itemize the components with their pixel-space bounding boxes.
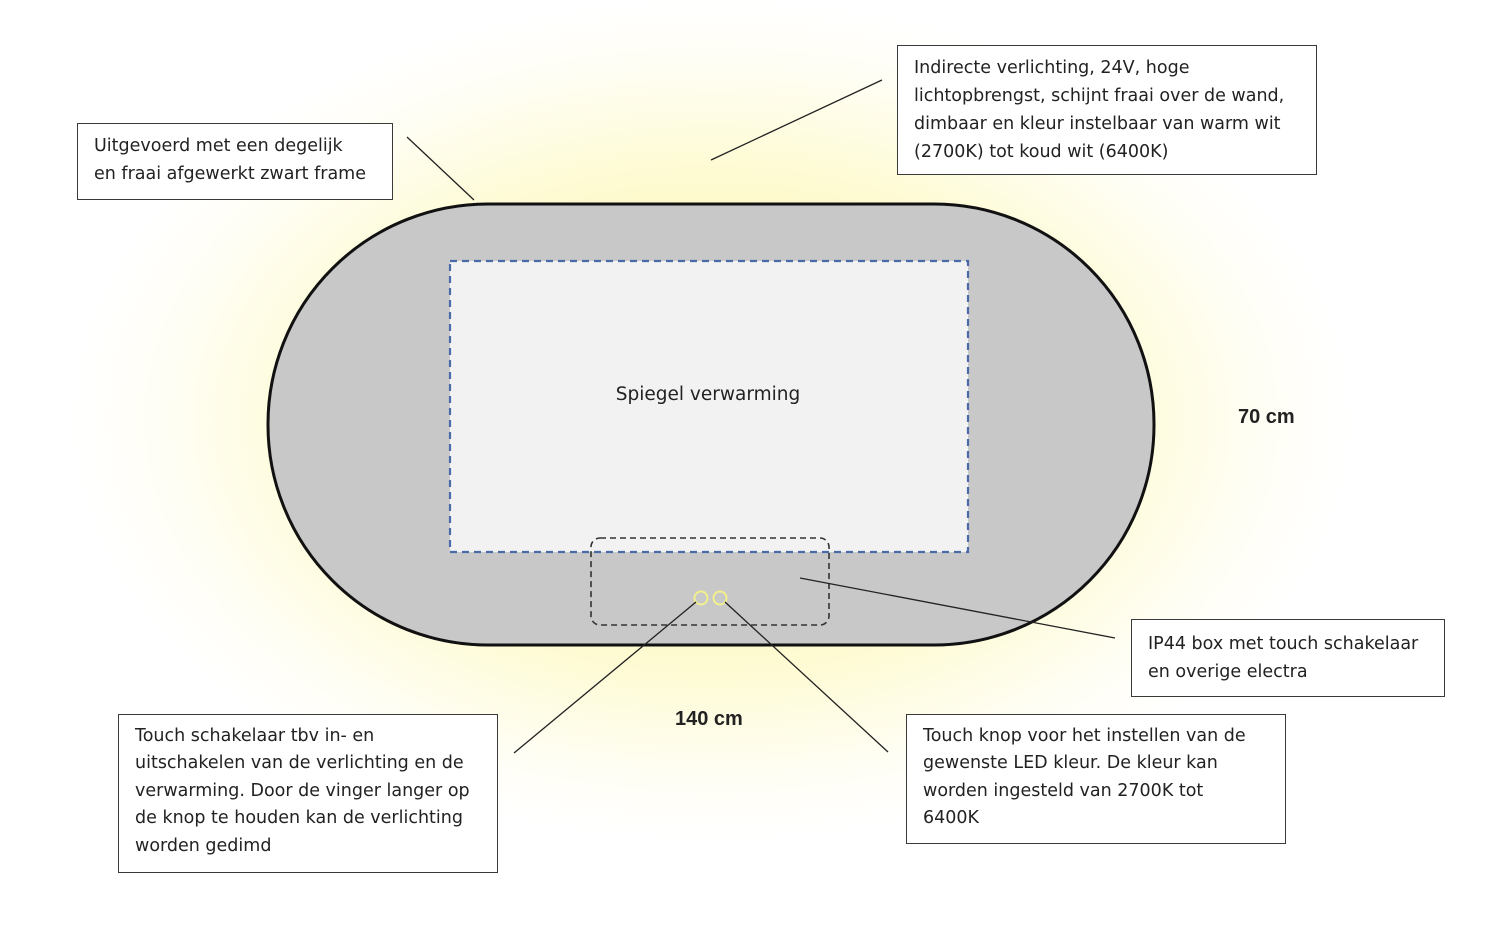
callout-frame: Uitgevoerd met een degelijk en fraai afg… — [77, 123, 393, 200]
leader-line-lighting — [710, 79, 883, 161]
callout-touch-color: Touch knop voor het instellen van de gew… — [906, 714, 1286, 844]
leader-line-frame — [406, 136, 475, 201]
callout-frame-line: Uitgevoerd met een degelijk — [94, 136, 343, 156]
callout-lighting-line: (2700K) tot koud wit (6400K) — [914, 142, 1169, 162]
callout-touch-switch-line: Touch schakelaar tbv in- en — [135, 726, 375, 746]
callout-lighting-line: Indirecte verlichting, 24V, hoge — [914, 58, 1190, 78]
heating-label: Spiegel verwarming — [615, 384, 801, 405]
callout-touch-color-line: gewenste LED kleur. De kleur kan — [923, 753, 1218, 774]
callout-ip44-line: IP44 box met touch schakelaar — [1148, 634, 1419, 654]
leader-line-touch-color — [724, 601, 889, 753]
touch-color-button — [712, 590, 728, 606]
callout-touch-color-line: 6400K — [923, 808, 980, 829]
callout-ip44-box: IP44 box met touch schakelaar en overige… — [1131, 619, 1445, 697]
callout-touch-switch-line: uitschakelen van de verlichting en de — [135, 753, 464, 774]
heating-zone — [448, 259, 970, 554]
callout-touch-color-line: Touch knop voor het instellen van de — [923, 726, 1246, 746]
callout-lighting: Indirecte verlichting, 24V, hoge lichtop… — [897, 45, 1317, 175]
callout-frame-line: en fraai afgewerkt zwart frame — [94, 164, 366, 184]
width-dimension: 140 cm — [675, 708, 743, 730]
callout-touch-switch-line: worden gedimd — [135, 835, 272, 856]
callout-touch-switch-line: de knop te houden kan de verlichting — [135, 808, 463, 829]
callout-touch-switch-line: verwarming. Door de vinger langer op — [135, 780, 470, 801]
ip44-box-zone — [590, 537, 830, 626]
height-dimension: 70 cm — [1238, 406, 1295, 428]
callout-lighting-line: lichtopbrengst, schijnt fraai over de wa… — [914, 86, 1285, 106]
leader-line-touch-switch — [513, 601, 697, 754]
touch-switch-button — [693, 590, 709, 606]
leader-line-ip44 — [799, 577, 1116, 639]
callout-ip44-line: en overige electra — [1148, 662, 1308, 682]
callout-lighting-line: dimbaar en kleur instelbaar van warm wit — [914, 114, 1281, 134]
callout-touch-color-line: worden ingesteld van 2700K tot — [923, 780, 1204, 801]
callout-touch-switch: Touch schakelaar tbv in- en uitschakelen… — [118, 714, 498, 873]
